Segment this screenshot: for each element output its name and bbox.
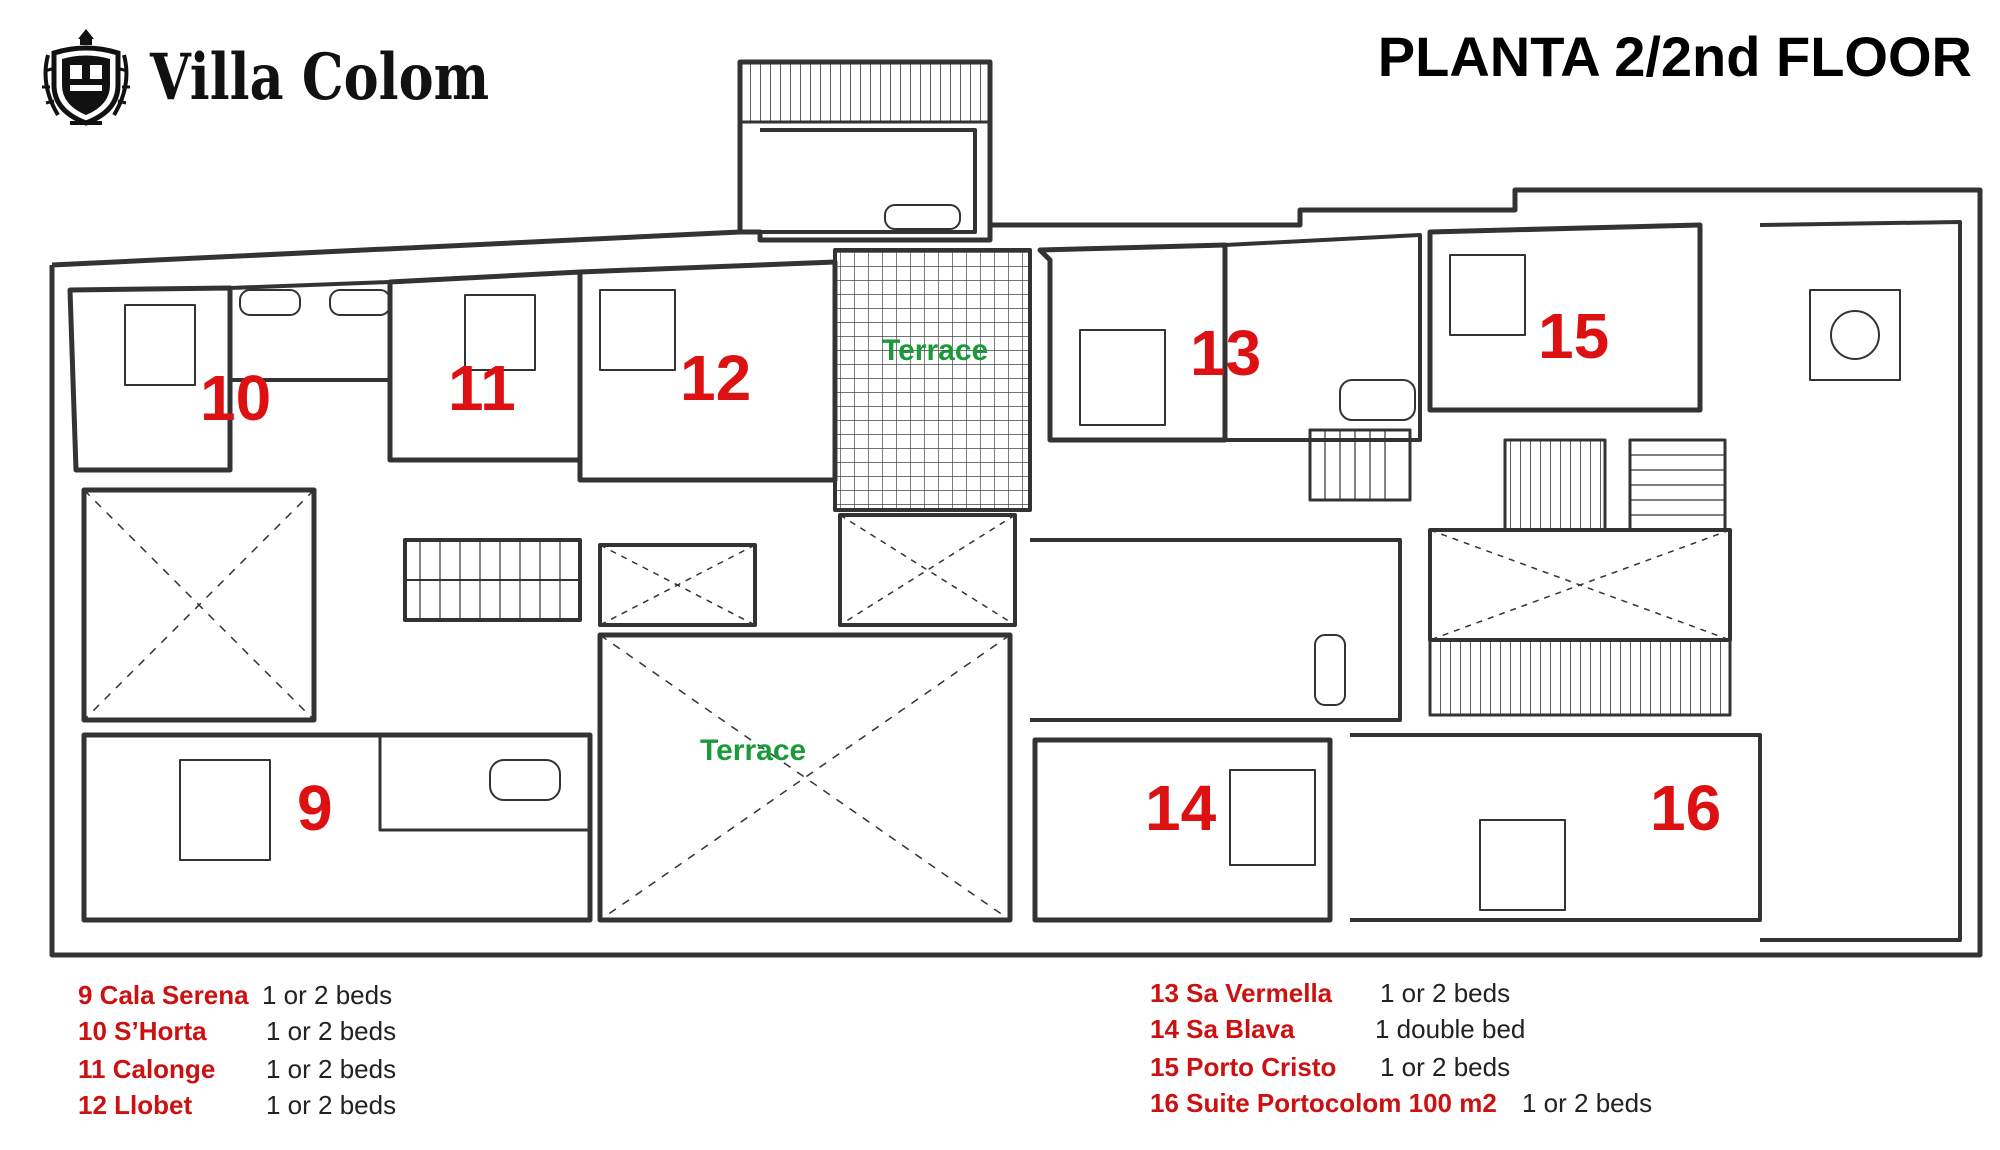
room-number-10: 10: [200, 362, 271, 434]
room-number-14: 14: [1145, 772, 1217, 844]
terrace-label-lower: Terrace: [700, 734, 806, 767]
room-number-11: 11: [448, 352, 516, 424]
legend-room-name: 12 Llobet: [78, 1090, 193, 1120]
legend-room-name: 14 Sa Blava: [1150, 1014, 1295, 1044]
legend-room-beds: 1 or 2 beds: [1380, 1052, 1511, 1082]
brand-name: Villa Colom: [150, 39, 490, 115]
room-number-15: 15: [1538, 300, 1609, 372]
room-numbers: 10 11 12 13 15 9 14 16: [200, 300, 1721, 844]
legend-room-beds: 1 or 2 beds: [1522, 1088, 1653, 1118]
legend-room-beds: 1 or 2 beds: [266, 1090, 397, 1120]
legend-room-name: 15 Porto Cristo: [1150, 1052, 1337, 1082]
floor-title: PLANTA 2/2nd FLOOR: [1377, 25, 1972, 88]
legend-room-beds: 1 or 2 beds: [266, 1016, 397, 1046]
terrace-label-upper: Terrace: [882, 334, 988, 367]
legend-room-beds: 1 or 2 beds: [266, 1054, 397, 1084]
legend-room-name: 10 S’Horta: [78, 1016, 207, 1046]
room-number-9: 9: [297, 772, 333, 844]
terrace-labels: Terrace Terrace: [700, 334, 988, 767]
walls: [49, 59, 1983, 958]
legend-room-name: 13 Sa Vermella: [1150, 978, 1333, 1008]
legend-room-beds: 1 or 2 beds: [1380, 978, 1511, 1008]
legend-room-beds: 1 or 2 beds: [262, 980, 393, 1010]
room-number-12: 12: [680, 342, 751, 414]
brand: Villa Colom: [40, 22, 564, 132]
legend-room-beds: 1 double bed: [1375, 1014, 1526, 1044]
room-number-16: 16: [1650, 772, 1721, 844]
legend-room-name: 16 Suite Portocolom 100 m2: [1150, 1088, 1497, 1118]
legend-room-name: 11 Calonge: [78, 1054, 216, 1084]
legend-room-name: 9 Cala Serena: [78, 980, 249, 1010]
coat-of-arms-icon: [42, 29, 130, 126]
room-number-13: 13: [1190, 317, 1261, 389]
